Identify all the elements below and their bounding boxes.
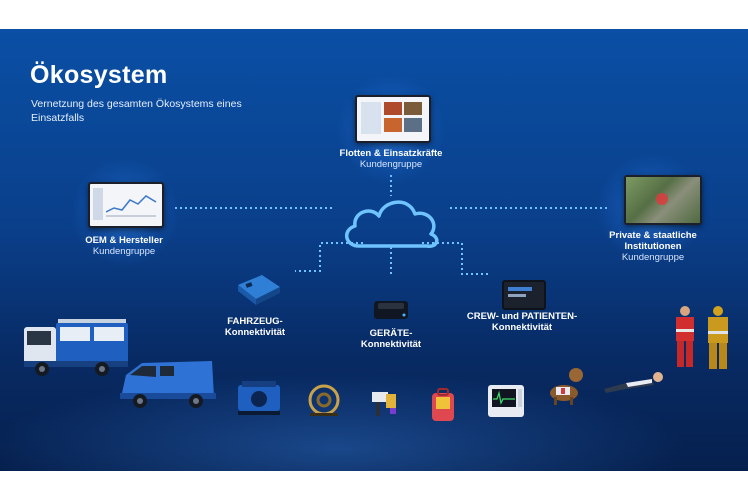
crew-label-2: Konnektivität <box>491 322 553 333</box>
fire-truck-icon <box>24 319 128 376</box>
ecosystem-slide: Ökosystem Vernetzung des gesamten Ökosys… <box>0 29 748 471</box>
fleets-monitor-image <box>355 95 431 143</box>
tablet-icon <box>502 280 546 310</box>
oem-label: OEM & Hersteller <box>85 235 163 246</box>
firefighter-icon <box>708 306 728 369</box>
devices-label-2: Konnektivität <box>360 339 422 350</box>
vehicle-label-2: Konnektivität <box>224 327 286 338</box>
fleets-label: Flotten & Einsatzkräfte <box>339 148 443 159</box>
institutions-sublabel: Kundengruppe <box>621 252 685 263</box>
hose-reel-icon <box>308 384 340 416</box>
oem-chart-icon <box>106 195 157 217</box>
rescue-dog-icon <box>550 368 583 405</box>
cloud-icon <box>345 200 439 248</box>
paramedic-icon <box>676 306 694 367</box>
institutions-map-image <box>624 175 702 225</box>
crew-label-1: CREW- und PATIENTEN- <box>466 311 578 322</box>
fleets-sublabel: Kundengruppe <box>359 159 423 170</box>
vehicle-label-1: FAHRZEUG- <box>227 316 283 327</box>
institutions-label-1: Private & staatliche <box>609 230 697 241</box>
rescue-tool-icon <box>372 392 396 416</box>
devices-label-1: GERÄTE- <box>369 328 413 339</box>
line-cloud-vehicle <box>295 242 363 272</box>
page-subtitle: Vernetzung des gesamten Ökosystems eines… <box>31 98 242 124</box>
medical-backpack-icon <box>432 388 454 421</box>
institutions-label-2: Institutionen <box>624 241 682 252</box>
pump-device-icon <box>238 381 280 415</box>
line-cloud-crew <box>422 242 488 275</box>
device-gateway-icon <box>374 301 408 319</box>
connector-lines <box>175 175 610 275</box>
telematics-box-icon <box>238 275 280 305</box>
page-title: Ökosystem <box>30 61 168 89</box>
patient-monitor-icon <box>488 385 524 417</box>
floor-glow <box>0 359 748 471</box>
oem-monitor-image <box>88 182 164 228</box>
patient-person-icon <box>604 372 663 393</box>
van-icon <box>120 361 216 408</box>
oem-sublabel: Kundengruppe <box>92 246 156 257</box>
